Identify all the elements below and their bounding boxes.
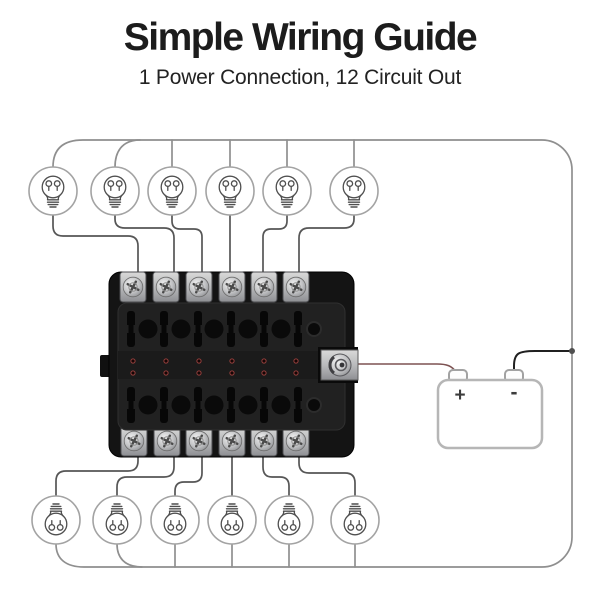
circuit-wire (298, 449, 356, 498)
fuse-slot (259, 311, 269, 347)
fuse-row-top (126, 311, 322, 347)
battery-body (436, 378, 544, 450)
fuse-slot (293, 311, 303, 347)
light-bulb-icon (147, 166, 197, 216)
battery-positive-label: + (454, 385, 465, 406)
ground-branch-wire (114, 139, 141, 168)
circuit-wire (262, 449, 290, 498)
light-bulb-icon (329, 166, 379, 216)
circuit-wire (174, 449, 203, 498)
fuse-box-side-tab (100, 355, 111, 377)
fuse-slot (159, 387, 169, 423)
screw-terminal-icon (118, 270, 148, 304)
fuse-hole (271, 319, 291, 339)
battery: + - (436, 369, 544, 450)
fuse-hole (238, 319, 258, 339)
header: Simple Wiring Guide 1 Power Connection, … (0, 0, 600, 90)
light-bulb-icon (31, 495, 81, 545)
fuse-hole (204, 395, 224, 415)
circuit-wire (55, 449, 139, 498)
fuse-hole (138, 319, 158, 339)
fuse-hole (138, 395, 158, 415)
power-stud-terminal (318, 347, 359, 383)
fuse-box (100, 270, 359, 458)
wire-junction-dot (569, 348, 575, 354)
light-bulb-icon (262, 166, 312, 216)
ground-branch-wire (171, 139, 355, 168)
positive-power-wire (357, 363, 457, 373)
screw-terminal-icon (184, 270, 214, 304)
light-bulb-icon (90, 166, 140, 216)
fuse-hole (306, 321, 322, 337)
screw-terminal-icon (217, 270, 247, 304)
circuit-wire (52, 214, 139, 283)
page-title: Simple Wiring Guide (123, 16, 478, 59)
light-bulb-icon (92, 495, 142, 545)
load-bulbs-top (28, 166, 379, 216)
circuit-wire (171, 214, 203, 283)
circuit-wires (52, 214, 356, 498)
fuse-slot (293, 387, 303, 423)
light-bulb-icon (28, 166, 78, 216)
light-bulb-icon (150, 495, 200, 545)
fuse-slot (126, 387, 136, 423)
fuse-slot (159, 311, 169, 347)
screw-terminal-icon (281, 270, 311, 304)
fuse-slot (126, 311, 136, 347)
circuit-wire (298, 214, 355, 283)
battery-negative-label: - (511, 381, 518, 404)
fuse-hole (204, 319, 224, 339)
fuse-slot (226, 387, 236, 423)
ground-branch-wire (116, 543, 143, 568)
negative-power-wire (513, 350, 572, 373)
light-bulb-icon (207, 495, 257, 545)
screw-terminal-icon (249, 270, 279, 304)
fuse-hole (171, 395, 191, 415)
fuse-slot (193, 311, 203, 347)
fuse-hole (171, 319, 191, 339)
light-bulb-icon (264, 495, 314, 545)
circuit-wire (116, 449, 175, 498)
page-subtitle: 1 Power Connection, 12 Circuit Out (138, 66, 462, 89)
fuse-slot (259, 387, 269, 423)
fuse-hole (271, 395, 291, 415)
screw-terminal-icon (151, 270, 181, 304)
light-bulb-icon (330, 495, 380, 545)
fuse-slot (226, 311, 236, 347)
fuse-row-bottom (126, 387, 322, 423)
fuse-hole (306, 397, 322, 413)
light-bulb-icon (205, 166, 255, 216)
circuit-wire (114, 214, 175, 283)
fuse-slot (193, 387, 203, 423)
ground-branch-wire (174, 543, 356, 568)
fuse-hole (238, 395, 258, 415)
load-bulbs-bottom (31, 495, 380, 545)
circuit-wire (262, 214, 288, 283)
